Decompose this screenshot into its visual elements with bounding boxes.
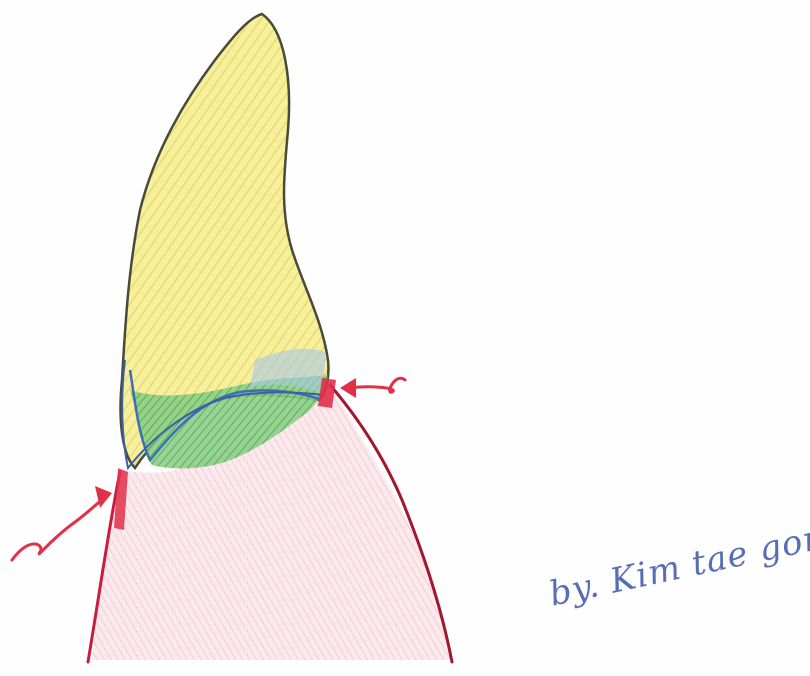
arrow-left-icon — [340, 378, 405, 398]
arrow-right-icon — [12, 486, 112, 560]
